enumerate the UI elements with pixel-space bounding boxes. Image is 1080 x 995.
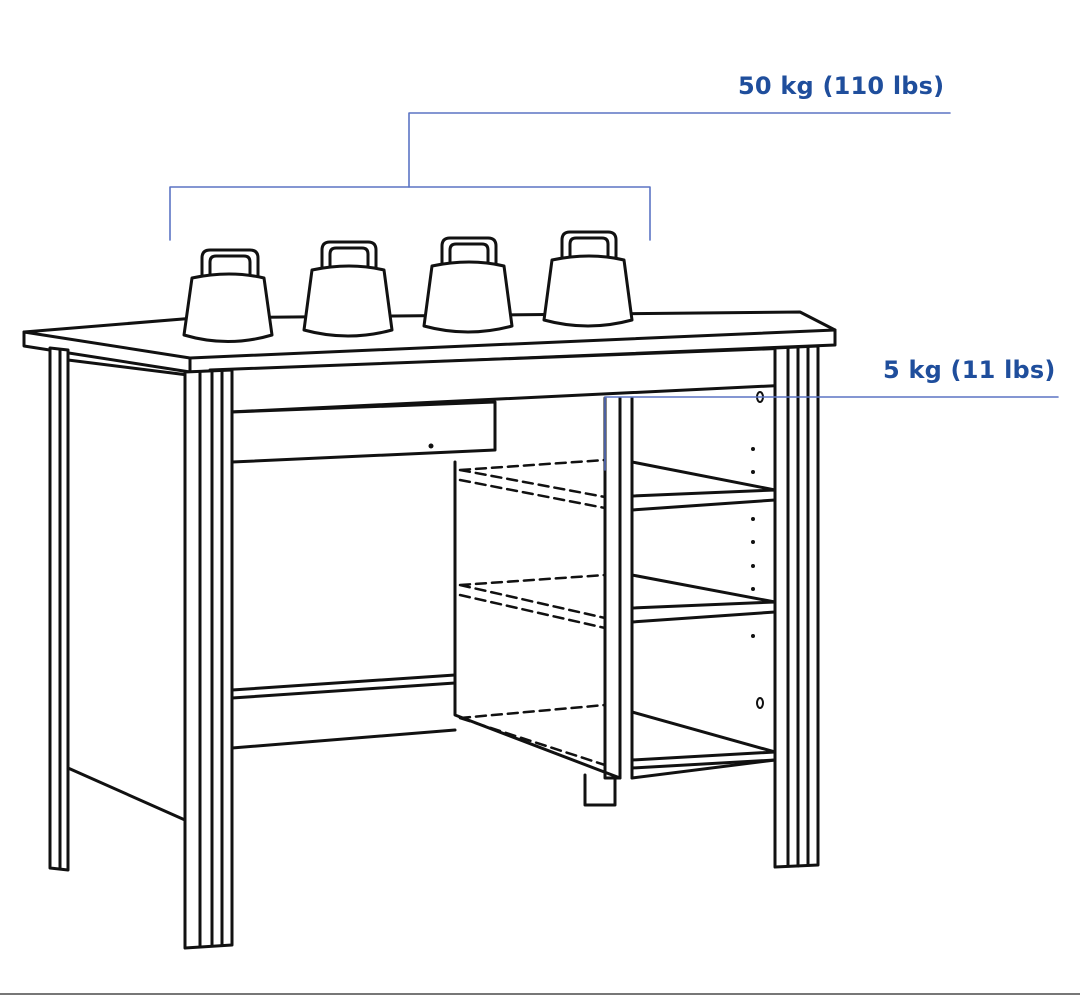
shelf-unit [453, 391, 777, 807]
drawer [230, 400, 497, 464]
weights [182, 230, 634, 343]
shelf-load-leader [604, 396, 1059, 471]
weight-4 [542, 230, 634, 328]
left-side-panel [66, 358, 190, 822]
left-front-leg [183, 368, 234, 950]
shelf-load-label: 5 kg (11 lbs) [883, 356, 1056, 384]
weight-2 [302, 240, 394, 338]
back-rail [230, 673, 457, 750]
weight-1 [182, 248, 274, 343]
tabletop-load-label: 50 kg (110 lbs) [738, 72, 945, 100]
tabletop-load-bracket [169, 112, 951, 241]
weight-3 [422, 236, 514, 334]
left-rear-leg [48, 346, 70, 872]
right-front-leg [773, 344, 820, 869]
bottom-divider [0, 993, 1080, 995]
